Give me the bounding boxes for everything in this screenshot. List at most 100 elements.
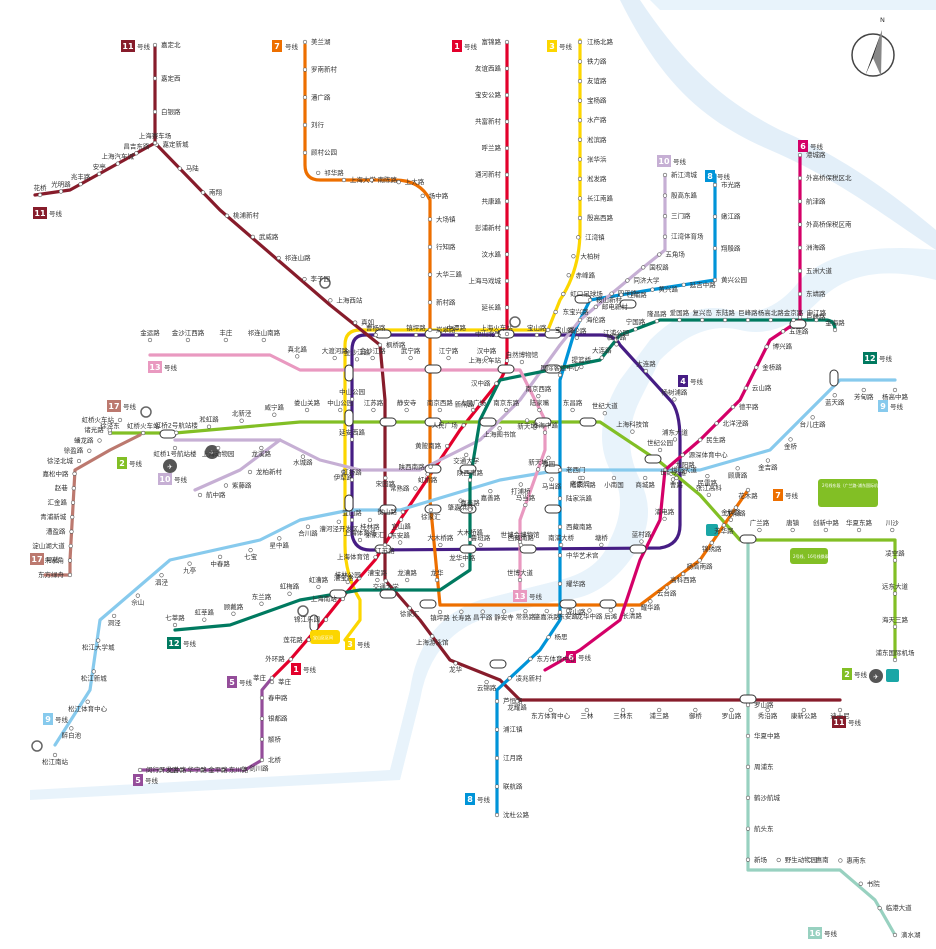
station-label: 剑川路	[249, 764, 269, 773]
station-dot	[797, 268, 803, 273]
svg-text:号线: 号线	[673, 157, 687, 166]
station-dot	[420, 193, 425, 198]
station-dot	[504, 146, 510, 151]
station-dot	[494, 699, 500, 704]
station-label: 江苏路	[364, 398, 384, 407]
station-label: 联航路	[503, 782, 523, 791]
station-label: 延长路	[482, 302, 502, 311]
station-label: 汉中路	[471, 378, 491, 387]
station-dot	[561, 291, 566, 297]
station-label: 康新公路	[791, 711, 818, 720]
svg-text:6: 6	[568, 653, 574, 662]
interchange-markers	[159, 294, 839, 704]
svg-text:号线: 号线	[690, 377, 704, 386]
station-dot	[549, 477, 554, 482]
station-dot	[400, 509, 405, 514]
station-dot	[223, 483, 229, 488]
line-10-branch	[193, 438, 282, 492]
svg-text:号线: 号线	[890, 402, 904, 411]
svg-text:号线: 号线	[578, 653, 592, 662]
station-dot	[504, 66, 510, 71]
station-label: 海伦路	[586, 315, 606, 324]
station-dot	[354, 357, 360, 362]
station-label: 九亭	[183, 566, 197, 575]
station-dot	[641, 265, 646, 270]
station-dot	[814, 317, 819, 323]
station-dot	[388, 533, 393, 538]
station-label: 漕宝路	[368, 568, 388, 577]
station-label: 台儿庄路	[800, 419, 827, 428]
station-label: 锦江乐园	[294, 615, 320, 624]
line-16-path	[746, 538, 897, 937]
station-label: 淀山湖大道	[32, 541, 65, 550]
station-dot	[427, 217, 433, 222]
station-dot	[259, 445, 264, 451]
station-dot	[791, 317, 796, 323]
station-label: 陆家嘴	[530, 398, 550, 407]
station-dot	[413, 486, 418, 491]
station-dot	[494, 727, 500, 732]
station-label: 豫园	[542, 459, 555, 468]
station-dot	[467, 477, 473, 483]
station-label: 唐镇	[786, 518, 800, 527]
station-dot	[657, 447, 663, 453]
station-dot	[735, 466, 740, 471]
station-label: 巨峰路	[738, 308, 758, 317]
station-label: 汉中路	[477, 346, 497, 355]
station-label: 民生路	[706, 435, 726, 444]
station-dot	[712, 277, 718, 283]
station-dot	[745, 826, 751, 831]
station-label: 嘉定北	[161, 40, 181, 49]
station-label: 申江路	[807, 308, 827, 317]
line-10-path	[173, 173, 667, 472]
station-dot	[295, 354, 300, 359]
station-label: 通河新村	[475, 170, 502, 179]
station-dot	[730, 404, 736, 410]
station-label: 大柏树	[580, 251, 600, 260]
station-label: 虹桥1号航站楼	[153, 449, 197, 458]
station-dot	[504, 119, 510, 124]
station-label: 蓝天路	[825, 397, 845, 406]
station-dot	[437, 407, 442, 413]
station-label: 虹桥火车站	[127, 421, 160, 430]
station-label: 青浦新城	[40, 512, 67, 521]
station-label: 中春路	[210, 559, 230, 568]
station-dot	[459, 609, 464, 614]
station-dot	[152, 140, 158, 146]
station-label: 上海马戏城	[469, 276, 502, 285]
station-label: 宝山路	[555, 325, 575, 334]
station-dot	[504, 331, 510, 337]
station-label: 上大路	[405, 177, 425, 186]
station-label: 东川路	[229, 765, 249, 774]
svg-text:号线: 号线	[49, 209, 63, 218]
station-label: 殷高西路	[587, 213, 614, 222]
station-label: 大连路	[636, 359, 656, 368]
station-dot	[593, 304, 598, 309]
station-dot	[174, 430, 179, 435]
station-dot	[367, 517, 373, 523]
station-dot	[697, 558, 702, 563]
station-label: 杨树浦路	[661, 387, 688, 396]
station-label: 民雷路	[698, 478, 718, 487]
station-label: 金沙江路	[360, 346, 387, 355]
station-label: 鹤沙航城	[754, 793, 781, 802]
svg-text:12: 12	[168, 639, 179, 648]
station-label: 远东大道	[882, 582, 909, 591]
station-label: 华夏中路	[754, 731, 781, 740]
station-label: 东靖路	[806, 289, 826, 298]
station-label: 文井路	[167, 765, 187, 774]
station-dot	[892, 387, 898, 393]
station-dot	[72, 471, 77, 476]
station-label: 罗山路	[722, 711, 742, 720]
station-dot	[461, 423, 466, 428]
station-dot	[434, 577, 440, 583]
station-dot	[670, 477, 676, 482]
station-label: 野生动物园	[785, 855, 818, 864]
station-label: 三林	[580, 711, 594, 720]
svg-text:号线: 号线	[183, 639, 197, 648]
svg-text:✈: ✈	[167, 463, 173, 471]
